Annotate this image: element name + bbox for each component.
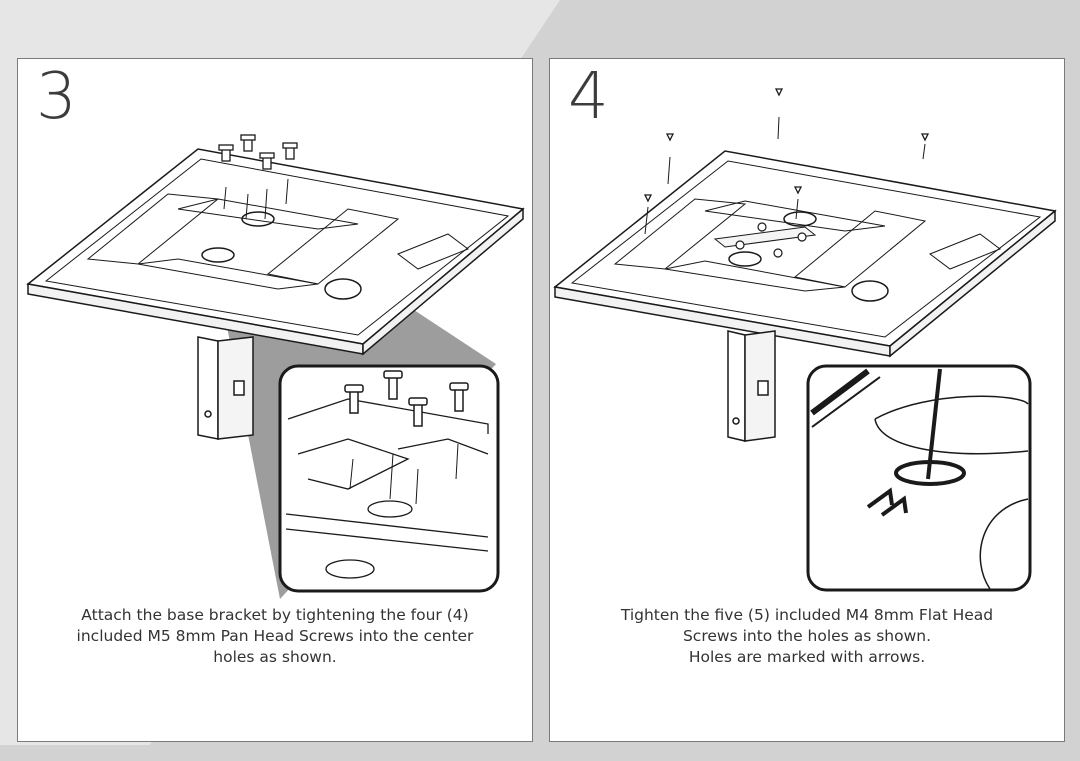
base-bracket: [197, 336, 254, 440]
step-caption: Attach the base bracket by tightening th…: [36, 605, 514, 668]
base-plate: [26, 148, 525, 356]
step-4-illustration: [553, 88, 1057, 592]
caption-line: Screws into the holes as shown.: [682, 627, 932, 645]
step-number: 4: [568, 60, 609, 134]
base-bracket: [727, 330, 776, 442]
step-3-panel: 3 Attach the base bracket by tightening …: [17, 58, 533, 742]
caption-line: Tighten the five (5) included M4 8mm Fla…: [620, 606, 994, 624]
step-caption: Tighten the five (5) included M4 8mm Fla…: [568, 605, 1046, 668]
step-number: 3: [36, 60, 77, 134]
zoom-callout-step-4: [806, 364, 1032, 592]
hole-arrow-icon: [866, 487, 908, 517]
caption-line: holes as shown.: [213, 648, 337, 666]
step-3-illustration: [26, 134, 525, 599]
caption-line: included M5 8mm Pan Head Screws into the…: [76, 627, 474, 645]
base-plate: [553, 150, 1057, 358]
pan-head-screws: [218, 134, 298, 170]
caption-line: Holes are marked with arrows.: [688, 648, 926, 666]
zoom-callout-step-3: [278, 364, 500, 593]
caption-line: Attach the base bracket by tightening th…: [81, 606, 469, 624]
flat-head-screws: [643, 88, 930, 203]
step-4-panel: 4 Tighten the five (5) included M4 8mm F…: [549, 58, 1065, 742]
